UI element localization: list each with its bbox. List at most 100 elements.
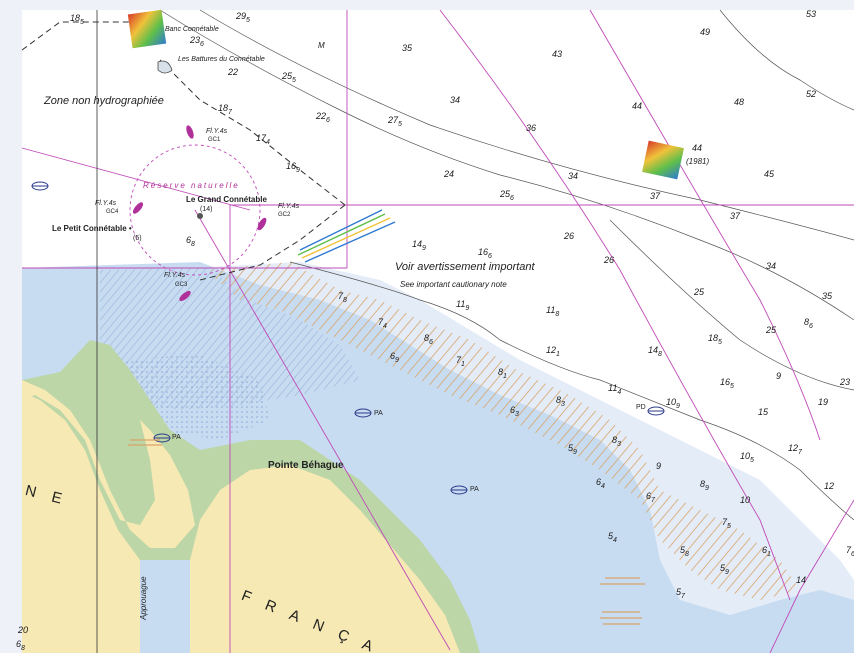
sounding: 74 — [378, 317, 387, 330]
sounding: 49 — [700, 27, 711, 37]
sounding: 187 — [218, 103, 232, 116]
sounding: 54 — [608, 531, 617, 544]
sounding: 25 — [766, 325, 777, 335]
sounding: 149 — [412, 239, 426, 252]
sounding: 12 — [824, 481, 835, 491]
land-france — [190, 465, 460, 653]
sounding: 14 — [796, 575, 807, 585]
label-grand-connetable-height: (14) — [200, 206, 213, 213]
survey-patch-banc — [127, 9, 167, 49]
survey-patch-1981 — [642, 140, 684, 180]
label-pa-3: PA — [470, 486, 479, 493]
sounding: 53 — [806, 9, 817, 19]
sounding: 89 — [700, 479, 709, 492]
sounding: 68 — [16, 639, 25, 652]
label-pa-2: PA — [374, 410, 383, 417]
sounding: 68 — [186, 235, 195, 248]
sounding: 59 — [720, 563, 729, 576]
sounding: 57 — [676, 587, 685, 600]
sounding: 295 — [236, 11, 250, 24]
sounding: 24 — [444, 169, 455, 179]
sounding: 75 — [722, 517, 731, 530]
sounding: 48 — [734, 97, 745, 107]
wreck-symbols — [31, 181, 665, 495]
sounding: 26 — [564, 231, 575, 241]
label-banc: Banc Connétable — [165, 26, 219, 33]
sounding: 20 — [18, 625, 29, 635]
label-pa-1: PA — [172, 434, 181, 441]
sounding: 118 — [546, 305, 560, 318]
label-voir-avertissement: Voir avertissement important — [395, 261, 535, 273]
sounding: 25 — [694, 287, 705, 297]
sounding: 255 — [282, 71, 296, 84]
land-guyane — [22, 380, 195, 548]
sounding: 34 — [568, 171, 579, 181]
river-approuague — [140, 560, 190, 653]
label-m: M — [318, 41, 325, 50]
sounding: 10 — [740, 495, 751, 505]
label-pointe-behague: Pointe Béhague — [268, 460, 344, 471]
sounding: 86 — [424, 333, 433, 346]
sounding: 37 — [650, 191, 661, 201]
sounding: 256 — [500, 189, 514, 202]
sounding: 43 — [552, 49, 563, 59]
sounding: 236 — [190, 35, 204, 48]
sounding: 23 — [840, 377, 851, 387]
label-see-note: See important cautionary note — [400, 280, 507, 289]
sounding: 109 — [666, 397, 680, 410]
sounding: 52 — [806, 89, 817, 99]
sounding: 9 — [656, 461, 662, 471]
label-light-fly-3: Fl.Y.4s — [164, 272, 186, 279]
label-zone-non-hydro: Zone non hydrographiée — [44, 95, 164, 107]
sounding: 69 — [390, 351, 399, 364]
sounding: 45 — [764, 169, 775, 179]
sounding: 78 — [338, 291, 347, 304]
sounding: 121 — [546, 345, 560, 358]
sounding: 67 — [646, 491, 655, 504]
sounding: 185 — [708, 333, 722, 346]
sounding: 26 — [604, 255, 615, 265]
sounding: 76 — [846, 545, 854, 558]
sounding: 166 — [478, 247, 492, 260]
sounding: 35 — [402, 43, 413, 53]
sounding: 61 — [762, 545, 771, 558]
sounding: 105 — [740, 451, 754, 464]
sounding: 148 — [648, 345, 662, 358]
zone-boundary-dashed — [21, 21, 346, 281]
light-flares — [132, 125, 267, 302]
label-petit-connetable: Le Petit Connétable • — [52, 224, 132, 233]
sounding: 58 — [680, 545, 689, 558]
label-battures: Les Battures du Connétable — [178, 56, 265, 63]
survey-hatch-orange — [205, 262, 800, 600]
label-light-gc3: GC3 — [175, 282, 188, 288]
sounding: 127 — [788, 443, 802, 456]
label-light-fly-2: Fl.Y.4s — [278, 203, 300, 210]
label-light-gc4: GC4 — [106, 209, 119, 215]
sounding: 165 — [720, 377, 734, 390]
sounding: 275 — [388, 115, 402, 128]
sounding: 83 — [612, 435, 621, 448]
sounding: 64 — [596, 477, 605, 490]
sounding: 34 — [450, 95, 461, 105]
sounding: 81 — [498, 367, 507, 380]
survey-streaks — [297, 209, 396, 263]
depth-contours — [159, 9, 854, 521]
label-petit-connetable-height: (5) — [133, 235, 142, 242]
label-light-fly-1: Fl.Y.4s — [206, 128, 228, 135]
sounding: 226 — [316, 111, 330, 124]
sounding: 19 — [818, 397, 829, 407]
sounding: 35 — [822, 291, 833, 301]
sounding: 34 — [766, 261, 777, 271]
sounding: 44 — [692, 143, 703, 153]
sounding: 59 — [568, 443, 577, 456]
label-approuague: Approuague — [139, 576, 148, 620]
sounding: 22 — [228, 67, 239, 77]
sounding: 37 — [730, 211, 741, 221]
sounding: 174 — [256, 133, 270, 146]
label-light-fly-4: Fl.Y.4s — [95, 200, 117, 207]
magenta-boundaries — [21, 9, 854, 653]
sounding: 185 — [70, 13, 84, 26]
grand-connetable-rock — [197, 213, 203, 219]
